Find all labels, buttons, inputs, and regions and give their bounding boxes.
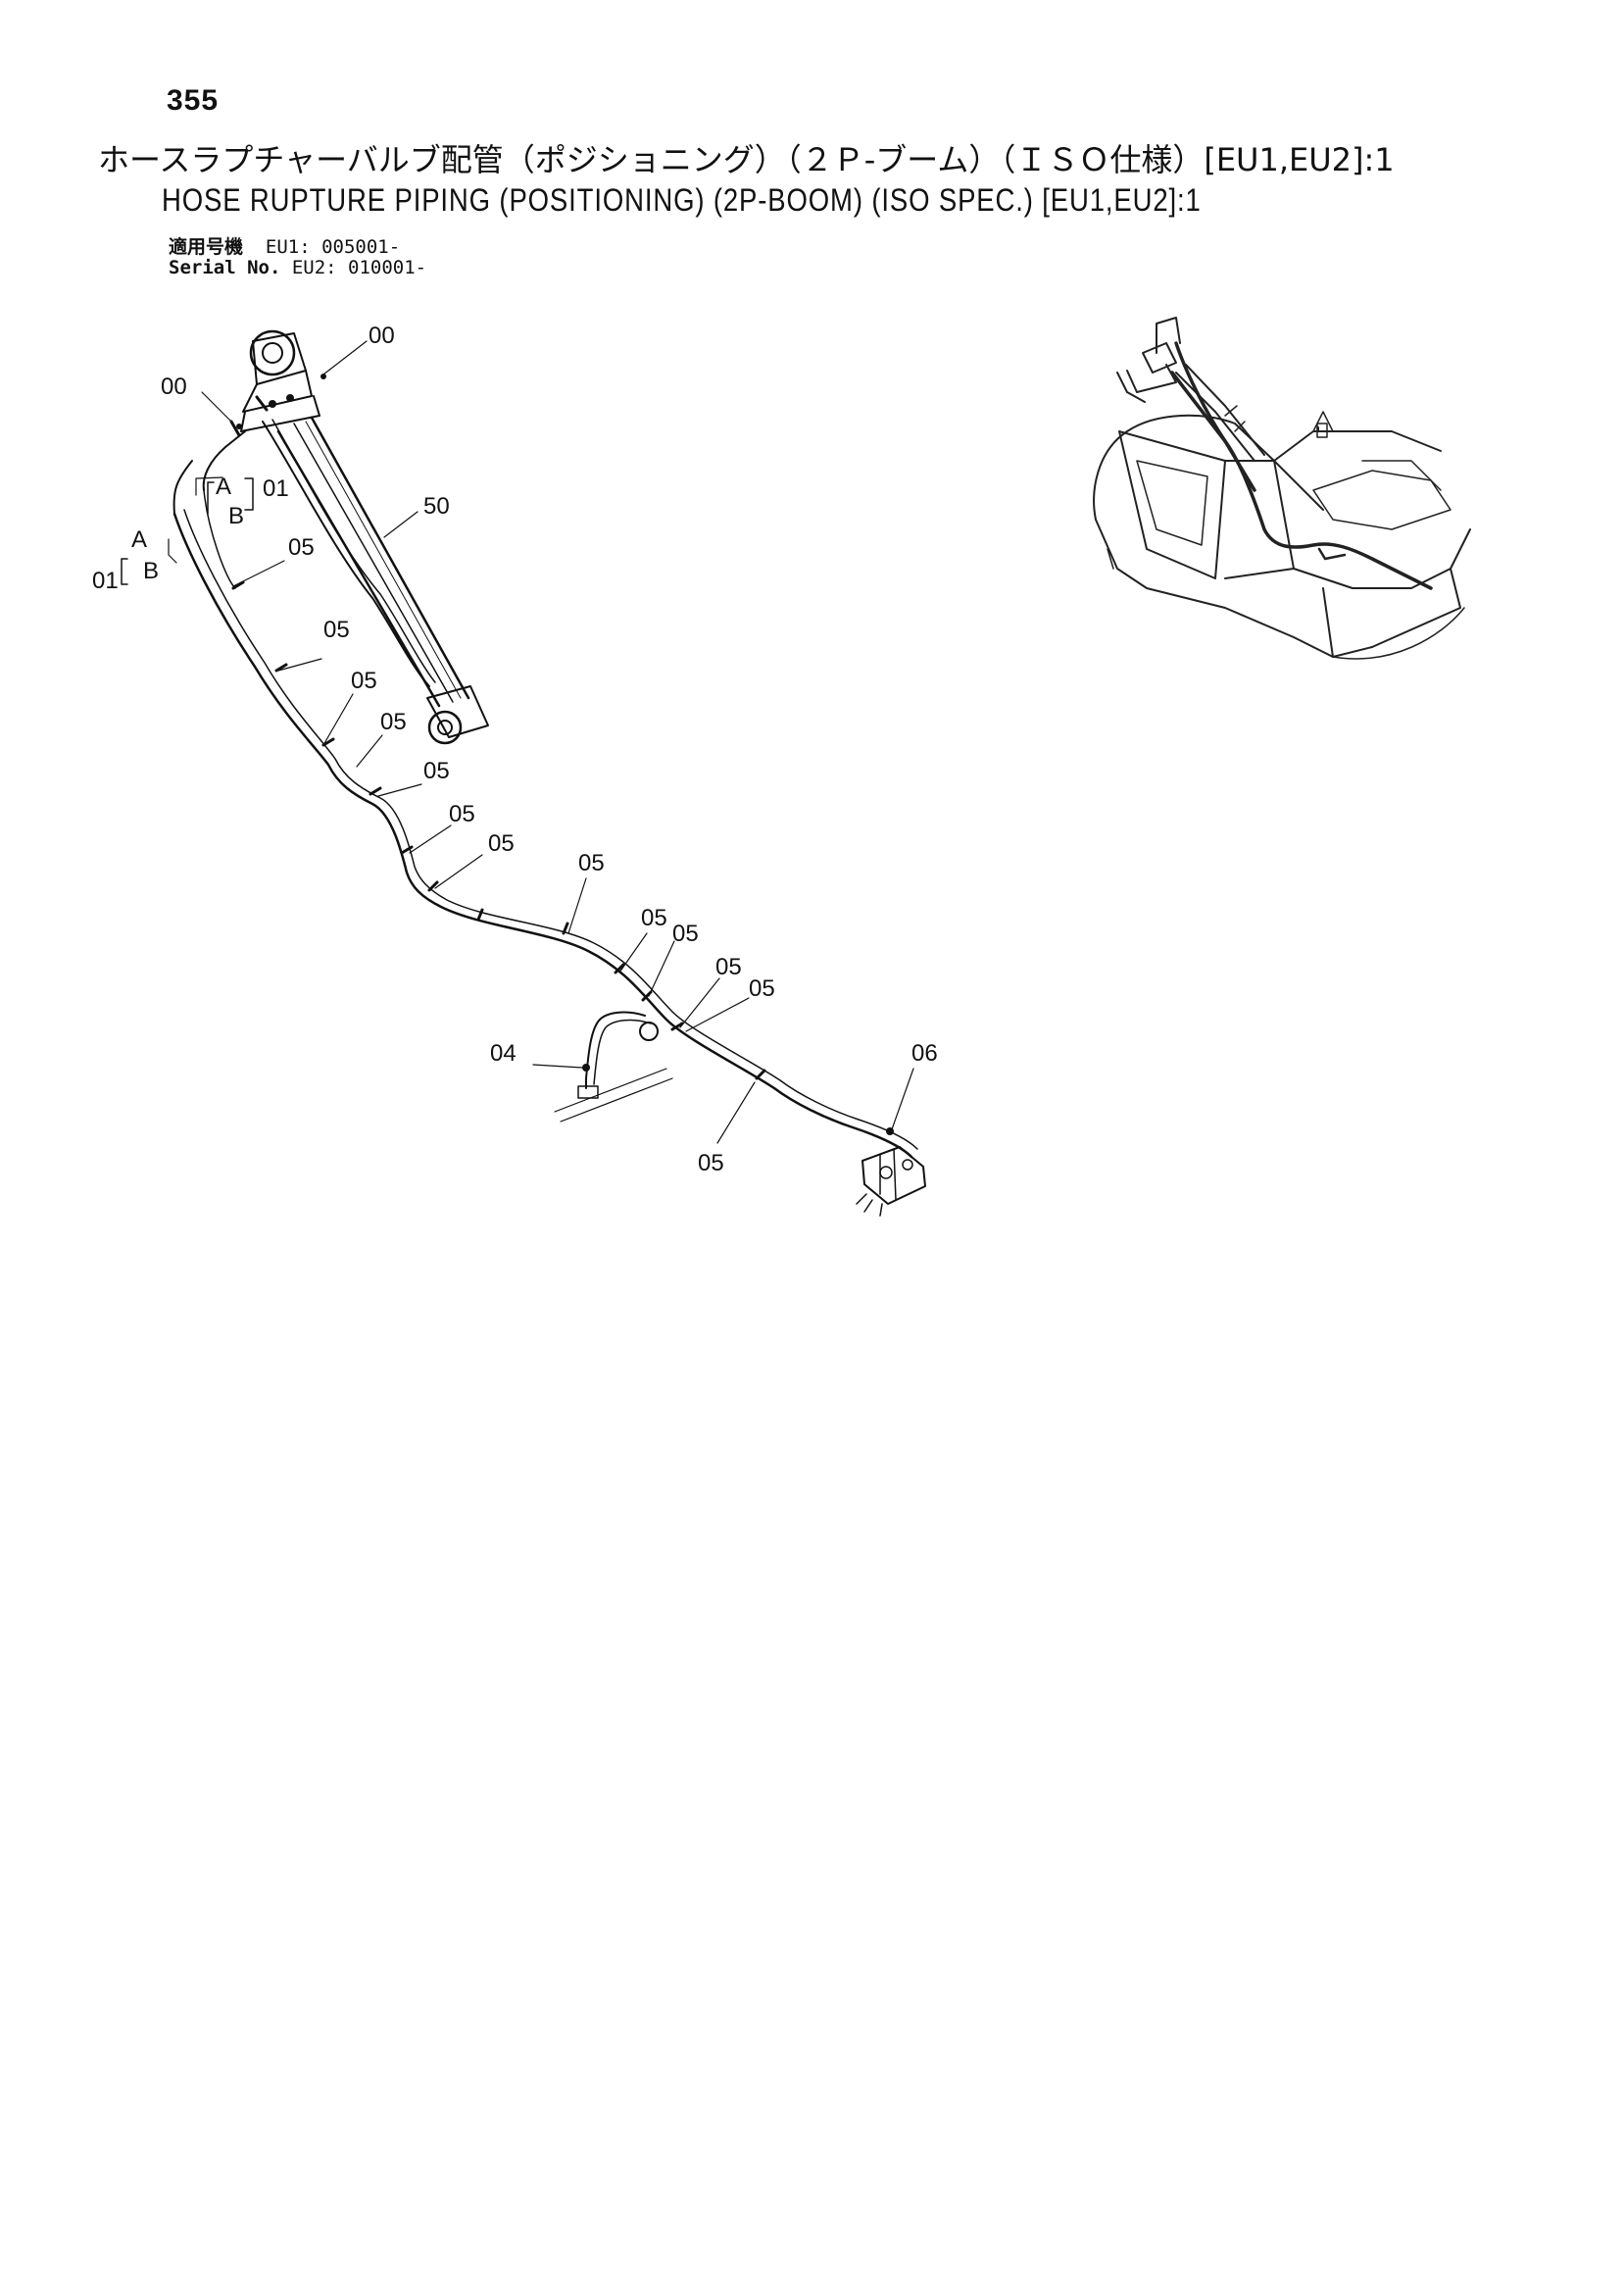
callout-05-9: 05 — [641, 905, 667, 931]
callout-labels: 00 00 A B 01 A B 01 50 05 05 05 05 05 05… — [92, 323, 938, 1176]
hose-line — [172, 509, 918, 1159]
group-brackets — [121, 477, 254, 585]
callout-B-lower: B — [143, 558, 159, 584]
callout-01-upper: 01 — [263, 475, 289, 502]
branch-hose-04 — [554, 1011, 673, 1123]
inset-hose-route — [1174, 341, 1433, 590]
callout-05-4: 05 — [380, 709, 407, 735]
serial-label-en: Serial No. — [169, 257, 281, 278]
callout-05-3: 05 — [351, 668, 377, 694]
leader-lines — [168, 340, 914, 1144]
callout-04: 04 — [490, 1040, 517, 1067]
boom-cylinder — [240, 329, 489, 745]
callout-06: 06 — [911, 1040, 938, 1067]
callout-05-13: 05 — [698, 1150, 724, 1176]
callout-B-upper: B — [228, 503, 244, 529]
upper-hose-fittings — [172, 374, 326, 589]
callout-A-upper: A — [216, 474, 231, 500]
callout-05-12: 05 — [749, 975, 775, 1002]
callout-05-5: 05 — [423, 758, 450, 784]
excavator-body — [1093, 411, 1471, 660]
page-number: 355 — [167, 84, 220, 117]
callout-05-6: 05 — [449, 801, 475, 827]
excavator-boom — [1116, 317, 1265, 492]
callout-05-10: 05 — [672, 921, 699, 947]
callout-05-2: 05 — [323, 617, 350, 643]
callout-50: 50 — [423, 493, 450, 520]
callout-05-8: 05 — [578, 850, 605, 876]
serial-eu1: EU1: 005001- — [265, 236, 401, 258]
title-japanese: ホースラプチャーバルブ配管（ポジショニング）（２Ｐ-ブーム）（ＩＳＯ仕様）[EU… — [98, 141, 1395, 178]
serial-label-jp: 適用号機 — [169, 236, 244, 258]
callout-05-11: 05 — [715, 954, 742, 980]
title-english: HOSE RUPTURE PIPING (POSITIONING) (2P-BO… — [162, 182, 1202, 218]
serial-number-block: 適用号機 EU1: 005001- Serial No. EU2: 010001… — [169, 237, 426, 278]
serial-eu2: EU2: 010001- — [291, 257, 427, 278]
callout-01-lower: 01 — [92, 568, 119, 594]
callout-00-right: 00 — [369, 323, 395, 349]
callout-00-left: 00 — [161, 374, 187, 400]
callout-05-7: 05 — [488, 830, 515, 857]
callout-A-lower: A — [131, 526, 147, 553]
callout-05-1: 05 — [288, 534, 315, 561]
